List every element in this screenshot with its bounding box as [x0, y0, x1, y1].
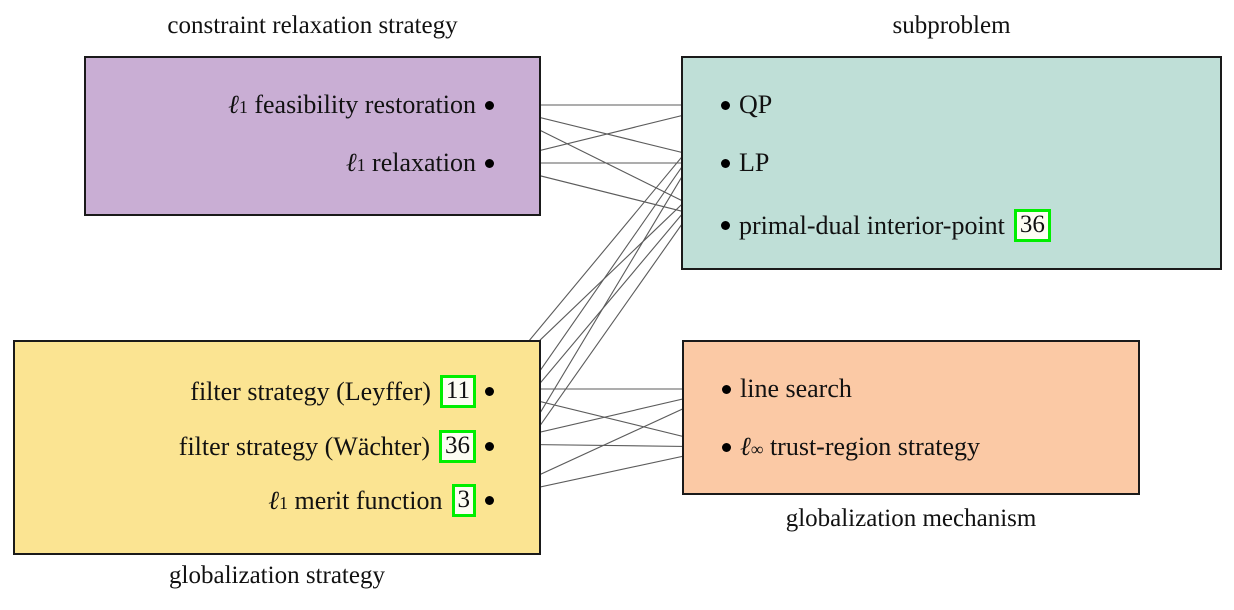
node-label-filter-strategy-leyffer: filter strategy (Leyffer)	[190, 376, 431, 406]
group-label-globalization-strategy: globalization strategy	[169, 562, 385, 589]
connector-dot	[485, 100, 494, 110]
connector-dot	[721, 221, 730, 231]
connector-dot	[721, 100, 730, 110]
node-qp[interactable]: QP	[721, 92, 772, 118]
connector-dot	[485, 496, 494, 506]
ell-symbol: ℓ	[740, 432, 751, 462]
connector-dot	[722, 384, 731, 394]
connector-dot	[721, 158, 730, 168]
node-label-filter-strategy-wachter: filter strategy (Wächter)	[178, 431, 430, 461]
node-text: filter strategy (Leyffer)	[190, 376, 431, 406]
citation-badge[interactable]: 36	[439, 430, 476, 464]
node-lp[interactable]: LP	[721, 150, 769, 176]
node-text: primal-dual interior-point	[739, 210, 1005, 240]
node-label-line-search: line search	[740, 376, 852, 402]
ell-subscript: 1	[238, 97, 248, 117]
node-text: LP	[739, 148, 770, 177]
node-label-linf-trust-region-strategy: ℓ∞ trust-region strategy	[740, 432, 981, 462]
node-text: line search	[740, 374, 852, 403]
node-filter-strategy-leyffer[interactable]: filter strategy (Leyffer) 11	[13, 375, 494, 409]
ell-subscript: 1	[279, 492, 288, 513]
citation-badge[interactable]: 36	[1013, 209, 1051, 243]
node-label-lp: LP	[739, 150, 769, 176]
node-text: filter strategy (Wächter)	[178, 431, 430, 461]
node-text: QP	[739, 90, 773, 119]
node-text: relaxation	[372, 148, 476, 177]
connector-dot	[485, 158, 494, 168]
ell-symbol: ℓ	[228, 90, 239, 120]
group-label-globalization-mechanism: globalization mechanism	[785, 505, 1037, 532]
citation-badge[interactable]: 3	[451, 484, 476, 518]
group-box-constraint-relaxation	[84, 56, 541, 216]
node-primal-dual-interior-point[interactable]: primal-dual interior-point 36	[721, 209, 1051, 243]
node-label-qp: QP	[739, 92, 772, 118]
ell-symbol: ℓ	[268, 485, 280, 516]
group-label-constraint-relaxation: constraint relaxation strategy	[167, 12, 458, 39]
node-line-search[interactable]: line search	[722, 376, 852, 402]
node-text: trust-region strategy	[769, 432, 981, 461]
ell-subscript: ∞	[750, 439, 764, 459]
connector-dot	[485, 442, 494, 452]
node-linf-trust-region-strategy[interactable]: ℓ∞ trust-region strategy	[722, 434, 980, 460]
group-box-globalization-mechanism	[682, 340, 1140, 495]
ell-symbol: ℓ	[345, 148, 357, 178]
group-box-subproblem	[681, 56, 1222, 270]
node-text: merit function	[294, 485, 443, 515]
node-label-primal-dual-interior-point: primal-dual interior-point	[739, 210, 1005, 240]
connector-dot	[485, 387, 494, 397]
group-label-subproblem: subproblem	[892, 12, 1011, 39]
connector-dot	[722, 442, 731, 452]
node-filter-strategy-wachter[interactable]: filter strategy (Wächter) 36	[13, 430, 494, 464]
node-text: feasibility restoration	[254, 90, 476, 119]
citation-badge[interactable]: 11	[439, 375, 476, 409]
ell-subscript: 1	[356, 155, 366, 175]
